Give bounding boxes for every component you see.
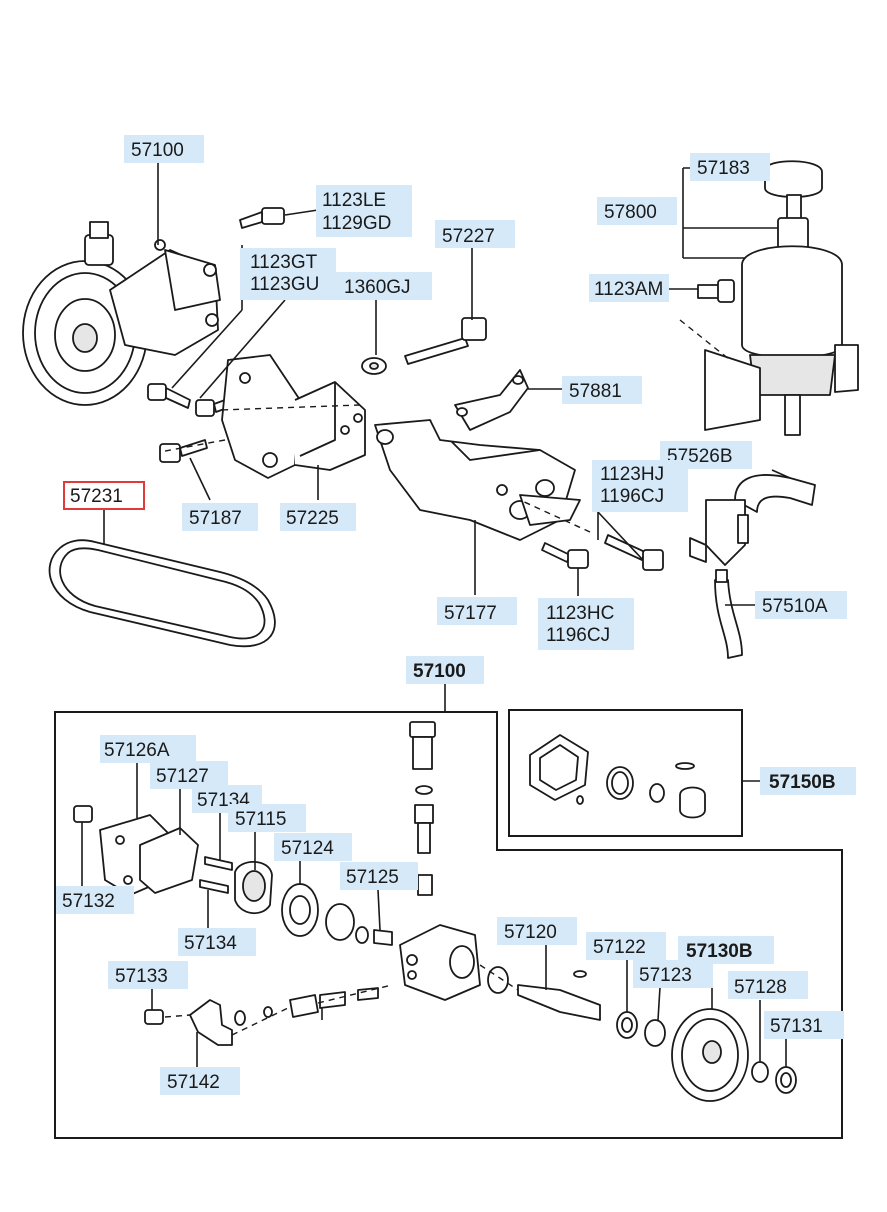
svg-text:57133: 57133 [115,966,168,987]
label-57125[interactable]: 57125 [340,862,418,890]
label-1123GT-1123GU[interactable]: 1123GT 1123GU [240,248,336,300]
svg-text:1196CJ: 1196CJ [600,486,664,507]
svg-text:57115: 57115 [235,809,286,830]
label-57187[interactable]: 57187 [182,503,258,531]
label-57126A[interactable]: 57126A [100,735,196,763]
label-57510A[interactable]: 57510A [755,591,847,619]
label-57142[interactable]: 57142 [160,1067,240,1095]
svg-text:57128: 57128 [734,977,787,998]
svg-text:57134: 57134 [184,933,237,954]
label-57800[interactable]: 57800 [597,197,677,225]
svg-text:57183: 57183 [697,158,750,179]
svg-text:57100: 57100 [131,140,184,161]
svg-text:1360GJ: 1360GJ [344,277,411,298]
svg-text:57126A: 57126A [104,740,170,761]
pump-assembly-drawing[interactable] [22,221,221,406]
pump-housing-drawing[interactable] [399,924,509,1001]
pulley-assembly-drawing[interactable] [616,1008,797,1102]
label-57131[interactable]: 57131 [764,1011,844,1039]
label-57227[interactable]: 57227 [435,220,515,248]
label-57183[interactable]: 57183 [690,153,770,181]
label-57225[interactable]: 57225 [280,503,356,531]
label-1123LE-1129GD[interactable]: 1123LE 1129GD [316,185,412,237]
svg-text:57225: 57225 [286,508,339,529]
svg-text:57881: 57881 [569,381,622,402]
svg-text:57127: 57127 [156,766,209,787]
union-fitting-drawing[interactable] [144,987,379,1046]
reservoir-tank-drawing[interactable] [704,160,859,436]
cam-rotor-drawing[interactable] [199,856,393,946]
svg-text:1123AM: 1123AM [594,279,663,300]
svg-text:57227: 57227 [442,226,495,247]
svg-text:1129GD: 1129GD [322,213,391,234]
label-57881[interactable]: 57881 [562,376,642,404]
svg-text:57131: 57131 [770,1016,823,1037]
seal-kit-frame [508,709,743,837]
svg-text:57132: 57132 [62,891,115,912]
label-57132[interactable]: 57132 [56,886,134,914]
svg-text:57123: 57123 [639,965,692,986]
svg-text:57122: 57122 [593,937,646,958]
bracket-bolts-drawing[interactable] [541,534,664,571]
svg-text:57100: 57100 [413,661,466,682]
label-57150B[interactable]: 57150B [760,767,856,795]
flow-control-valve-drawing[interactable] [409,721,436,896]
svg-text:57177: 57177 [444,603,497,624]
svg-text:1123GU: 1123GU [250,274,319,295]
label-57177[interactable]: 57177 [437,597,517,625]
return-hose-drawing[interactable] [689,474,816,566]
svg-text:57231: 57231 [70,486,123,507]
svg-text:1123HC: 1123HC [546,603,614,624]
label-57115[interactable]: 57115 [228,804,306,832]
label-57124[interactable]: 57124 [274,833,352,861]
svg-text:57187: 57187 [189,508,242,529]
label-1360GJ[interactable]: 1360GJ [336,272,432,300]
label-1123AM[interactable]: 1123AM [589,274,669,302]
label-1123HJ-1196CJ[interactable]: 1123HJ 1196CJ [592,460,688,512]
label-57100-top[interactable]: 57100 [124,135,204,163]
label-57120[interactable]: 57120 [497,917,577,945]
bracket-57881-drawing[interactable] [454,369,529,431]
bracket-57225-drawing[interactable] [221,354,366,479]
rear-cover-drawing[interactable] [73,805,199,896]
drive-belt-drawing[interactable] [48,539,276,648]
reservoir-bolt-drawing[interactable] [697,279,735,303]
label-57128[interactable]: 57128 [728,971,808,999]
label-1123HC-1196CJ[interactable]: 1123HC 1196CJ [538,598,634,650]
label-57134-bottom[interactable]: 57134 [178,928,256,956]
suction-hose-drawing[interactable] [714,569,743,659]
svg-text:57150B: 57150B [769,772,836,793]
svg-text:1196CJ: 1196CJ [546,625,610,646]
pump-mounting-bolts-drawing[interactable] [147,207,285,463]
svg-text:57120: 57120 [504,922,557,943]
svg-text:1123HJ: 1123HJ [600,464,664,485]
svg-text:1123LE: 1123LE [322,190,386,211]
label-57122[interactable]: 57122 [586,932,666,960]
svg-text:57130B: 57130B [686,941,753,962]
drive-shaft-drawing[interactable] [517,970,601,1021]
svg-text:57124: 57124 [281,838,334,859]
label-57127[interactable]: 57127 [150,761,228,789]
label-57100-sub[interactable]: 57100 [406,656,484,684]
label-57123[interactable]: 57123 [633,960,713,988]
bracket-57177-drawing[interactable] [374,419,581,541]
label-57231[interactable]: 57231 [63,481,145,510]
svg-text:57800: 57800 [604,202,657,223]
washer-and-bolt-drawing[interactable] [361,317,487,375]
exploded-view-frame [54,711,843,1139]
label-57133[interactable]: 57133 [108,961,188,989]
svg-text:57510A: 57510A [762,596,828,617]
svg-text:57125: 57125 [346,867,399,888]
svg-text:1123GT: 1123GT [250,252,318,273]
label-57130B[interactable]: 57130B [678,936,774,964]
seal-kit-drawing[interactable] [529,734,706,819]
svg-text:57142: 57142 [167,1072,220,1093]
